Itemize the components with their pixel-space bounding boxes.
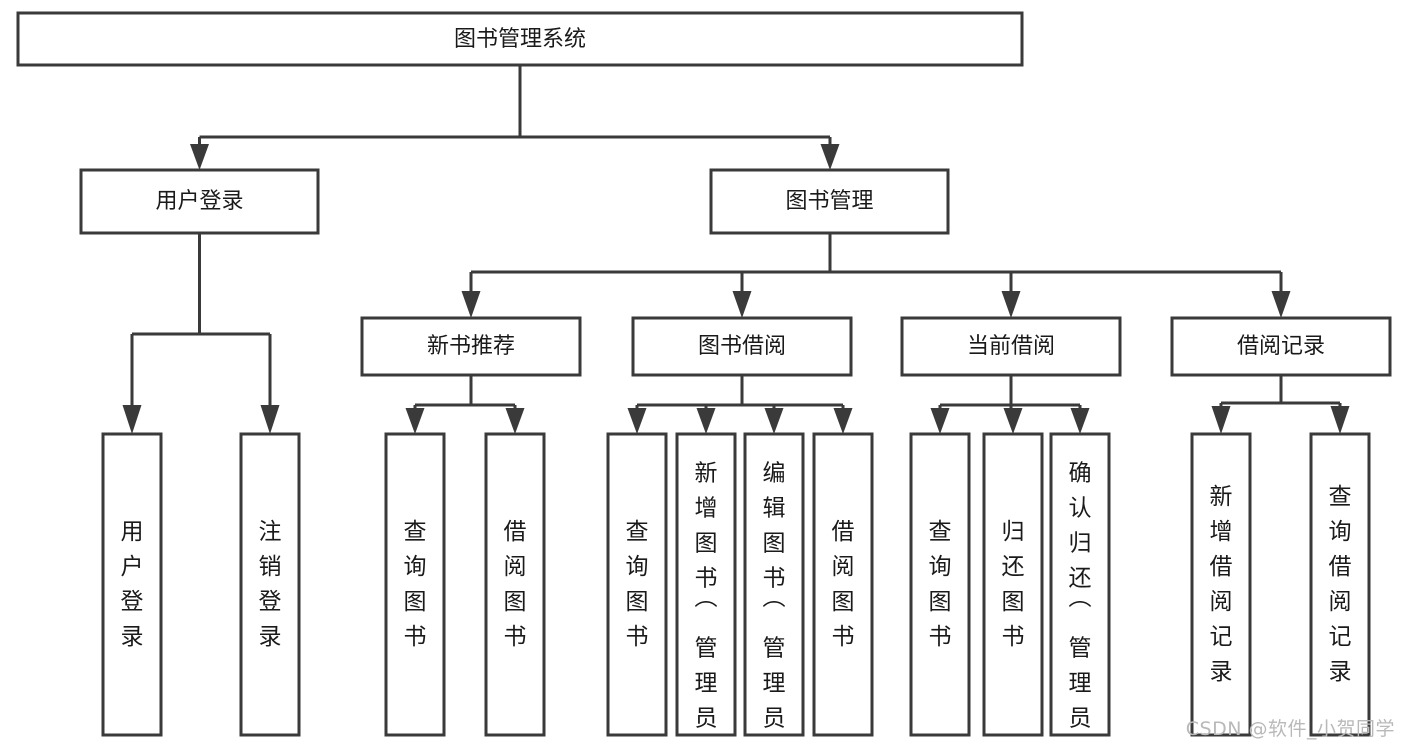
leaf-query-book-3-box[interactable] [909,432,971,737]
arrow-to-current-borrow [1001,291,1021,318]
arrow-to-user-login [190,144,209,170]
leaf-borrow-book-2-label: 借阅图书 [832,519,855,650]
leaf-borrow-book-1-label: 借阅图书 [504,519,527,650]
arrow-to-leaf-borrow-book-2 [833,408,853,434]
node-leaf-query-book-3[interactable]: 查询图书 [909,432,971,737]
borrow-record-box[interactable] [1170,316,1392,377]
leaf-query-book-3-label: 查询图书 [929,519,952,650]
node-leaf-add-borrow-record[interactable]: 新增借阅记录 [1190,432,1252,737]
user-login-box[interactable] [79,168,320,235]
leaf-add-borrow-record-label: 新增借阅记录 [1210,484,1233,685]
new-book-recommend-box[interactable] [360,316,582,377]
edge-book-management-trunk [469,233,1283,296]
arrow-to-leaf-logout-login [260,405,280,434]
arrow-to-leaf-edit-book-admin [764,408,784,434]
node-current-borrow[interactable]: 当前借阅 [900,316,1122,377]
arrow-to-leaf-query-book-2 [627,408,647,434]
leaf-add-book-admin-label: 新增图书⌒管理员⌣ [695,460,718,747]
node-book-management[interactable]: 图书管理 [709,168,950,235]
node-leaf-add-book-admin[interactable]: 新增图书⌒管理员⌣ [675,432,737,747]
leaf-borrow-book-1-box[interactable] [484,432,546,737]
node-borrow-record[interactable]: 借阅记录 [1170,316,1392,377]
leaf-user-login-label: 用户登录 [121,519,144,650]
node-new-book-recommend[interactable]: 新书推荐 [360,316,582,377]
edge-user-login-trunk [130,233,272,410]
arrow-to-leaf-query-book-3 [930,408,950,434]
leaf-edit-book-admin-box[interactable] [743,432,805,737]
current-borrow-label: 当前借阅 [967,334,1055,359]
leaf-add-borrow-record-box[interactable] [1190,432,1252,737]
edge-new-book-recommend-trunk [413,375,517,414]
leaf-user-login-box[interactable] [101,432,163,737]
arrow-to-leaf-query-book-1 [405,408,425,434]
leaf-edit-book-admin-label: 编辑图书⌒管理员⌣ [763,460,786,747]
arrow-to-leaf-add-borrow-record [1211,406,1231,434]
leaf-logout-login-box[interactable] [239,432,301,737]
edge-book-borrow-trunk [635,375,845,414]
node-leaf-borrow-book-1[interactable]: 借阅图书 [484,432,546,737]
leaf-logout-login-label: 注销登录 [259,519,282,650]
leaf-return-book-box[interactable] [982,432,1044,737]
arrow-to-leaf-return-book [1003,408,1023,434]
book-borrow-box[interactable] [631,316,853,377]
arrow-to-leaf-confirm-return-admin [1070,408,1090,434]
leaf-confirm-return-admin-label: 确认归还⌒管理员⌣ [1069,460,1092,747]
root-label: 图书管理系统 [454,27,586,52]
book-management-box[interactable] [709,168,950,235]
leaf-add-book-admin-box[interactable] [675,432,737,737]
node-leaf-confirm-return-admin[interactable]: 确认归还⌒管理员⌣ [1049,432,1111,747]
leaf-node-layer: 用户登录 注销登录 查询图书 借阅图书 查询图书 新增图书⌒管理员⌣ 编辑图书⌒管理员⌣ 借阅… [101,432,1371,747]
leaf-query-borrow-record-label: 查询借阅记录 [1329,484,1352,685]
node-leaf-query-book-1[interactable]: 查询图书 [384,432,446,737]
arrow-to-leaf-query-borrow-record [1330,406,1350,434]
leaf-query-book-2-label: 查询图书 [626,519,649,650]
node-leaf-edit-book-admin[interactable]: 编辑图书⌒管理员⌣ [743,432,805,747]
arrow-to-new-book-recommend [461,291,481,318]
node-root[interactable]: 图书管理系统 [16,11,1024,67]
node-leaf-query-borrow-record[interactable]: 查询借阅记录 [1309,432,1371,737]
csdn-watermark: CSDN @软件_小贺同学 [1185,718,1395,740]
arrow-to-leaf-borrow-book-1 [505,408,525,434]
leaf-query-borrow-record-box[interactable] [1309,432,1371,737]
node-leaf-logout-login[interactable]: 注销登录 [239,432,301,737]
book-borrow-label: 图书借阅 [698,334,786,359]
arrow-to-leaf-user-login [122,405,142,434]
arrow-to-borrow-record [1271,291,1291,318]
arrow-to-book-borrow [732,291,752,318]
user-login-label: 用户登录 [155,189,243,214]
node-user-login[interactable]: 用户登录 [79,168,320,235]
leaf-return-book-label: 归还图书 [1002,519,1025,650]
borrow-record-label: 借阅记录 [1237,334,1325,359]
arrow-to-book-management [820,144,840,170]
leaf-query-book-1-box[interactable] [384,432,446,737]
node-leaf-user-login[interactable]: 用户登录 [101,432,163,737]
leaf-query-book-1-label: 查询图书 [404,519,427,650]
node-leaf-return-book[interactable]: 归还图书 [982,432,1044,737]
connector-layer [122,65,1350,434]
edge-root-trunk [198,65,832,152]
node-leaf-borrow-book-2[interactable]: 借阅图书 [812,432,874,737]
node-book-borrow[interactable]: 图书借阅 [631,316,853,377]
edge-borrow-record-trunk [1219,375,1342,412]
arrow-to-leaf-add-book-admin [696,408,716,434]
root-box[interactable] [16,11,1024,67]
leaf-query-book-2-box[interactable] [606,432,668,737]
node-leaf-query-book-2[interactable]: 查询图书 [606,432,668,737]
new-book-recommend-label: 新书推荐 [427,334,515,359]
current-borrow-box[interactable] [900,316,1122,377]
book-management-label: 图书管理 [785,189,873,214]
leaf-borrow-book-2-box[interactable] [812,432,874,737]
leaf-confirm-return-admin-box[interactable] [1049,432,1111,737]
